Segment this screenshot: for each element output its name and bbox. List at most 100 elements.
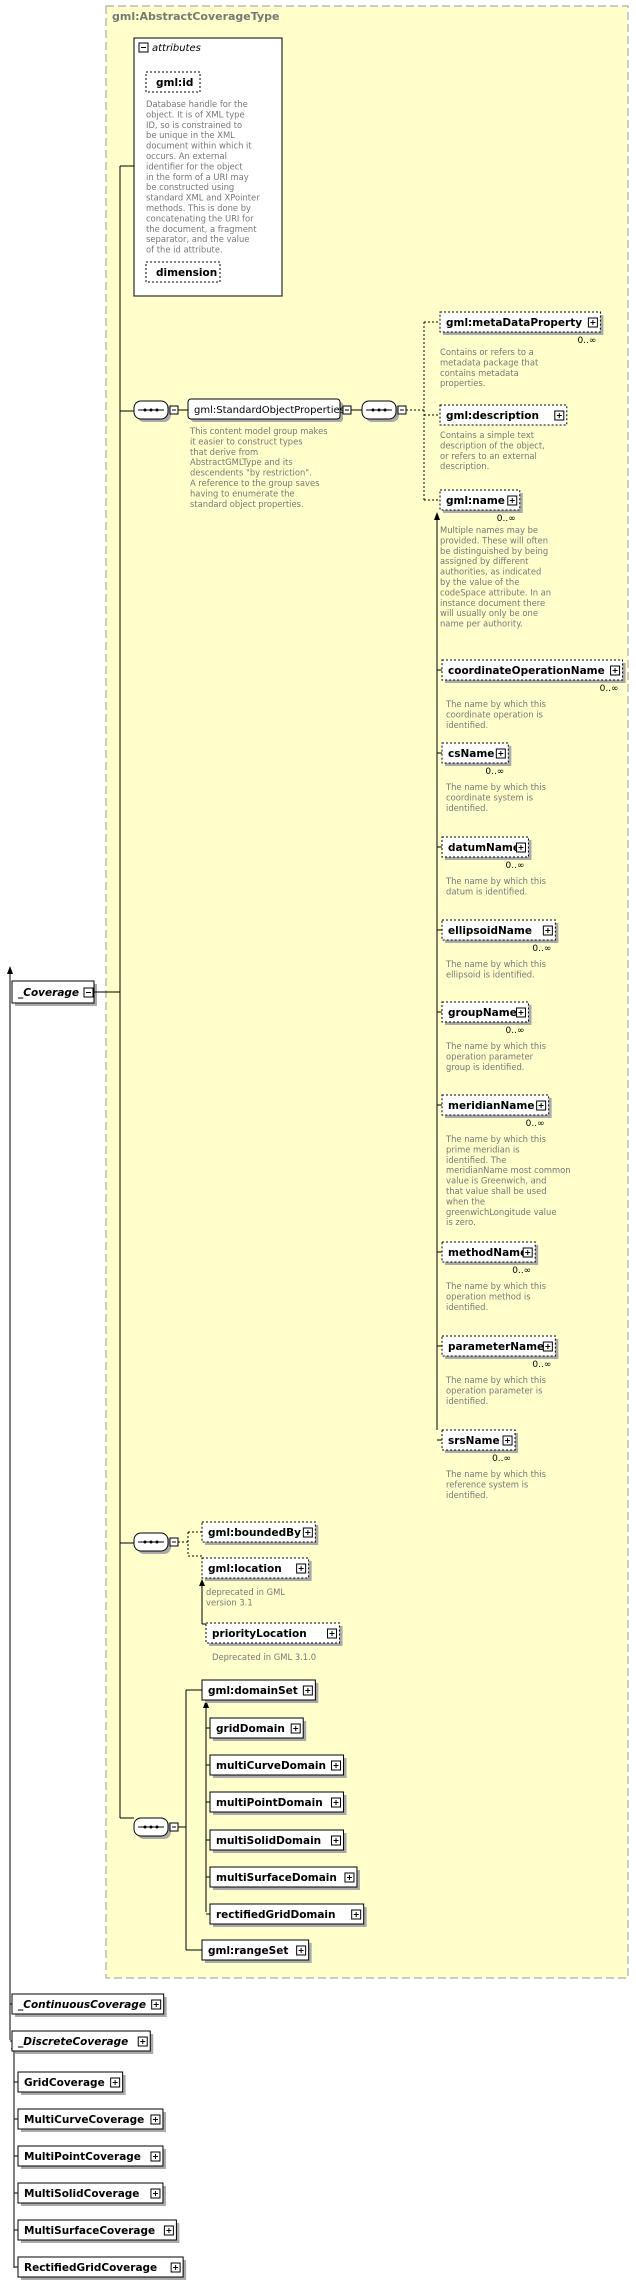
element-multi-surface-coverage[interactable]: MultiSurfaceCoverage [17, 2219, 180, 2243]
element-label: methodName [448, 1247, 527, 1259]
complex-type-title: gml:AbstractCoverageType [112, 10, 279, 23]
sequence-compositor[interactable] [361, 400, 399, 422]
element-label: gml:description [446, 410, 539, 422]
element-label: coordinateOperationName [448, 665, 605, 677]
element-doc-text: Deprecated in GML 3.1.0 [212, 1652, 316, 1662]
element-meridian-name[interactable]: meridianName 0..∞ [441, 1094, 552, 1129]
attribute-dimension[interactable] [145, 261, 221, 283]
complex-type-panel [105, 5, 629, 1979]
element-label: gridDomain [216, 1723, 285, 1735]
element-label: GridCoverage [24, 2077, 105, 2089]
element-rectified-grid-domain[interactable]: rectifiedGridDomain [209, 1903, 367, 1927]
element-label: gml:location [208, 1563, 282, 1575]
element-label: gml:domainSet [208, 1685, 298, 1697]
element-multi-point-coverage[interactable]: MultiPointCoverage [17, 2145, 166, 2169]
sequence-compositor[interactable] [133, 1817, 171, 1839]
attributes-header: attributes [152, 43, 201, 54]
cardinality: 0..∞ [506, 1026, 525, 1036]
element-continuous-coverage[interactable]: _ContinuousCoverage [11, 1993, 167, 2017]
root-element-label: _Coverage [17, 987, 79, 999]
element-gml-description[interactable]: gml:description [439, 404, 568, 426]
sequence-compositor[interactable] [133, 1532, 171, 1554]
element-label: priorityLocation [212, 1628, 307, 1640]
element-label: MultiSolidCoverage [24, 2188, 139, 2200]
attribute-gml-id[interactable] [145, 71, 201, 93]
element-label: gml:name [446, 495, 505, 507]
cardinality: 0..∞ [506, 861, 525, 871]
element-label: MultiSurfaceCoverage [24, 2225, 155, 2237]
element-label: multiSolidDomain [216, 1835, 321, 1847]
cardinality: 0..∞ [532, 944, 551, 954]
cardinality: 0..∞ [512, 1266, 531, 1276]
element-label: meridianName [448, 1100, 534, 1112]
element-grid-domain[interactable]: gridDomain [209, 1717, 307, 1741]
group-standard-object-properties[interactable] [187, 398, 341, 420]
element-gml-range-set[interactable]: gml:rangeSet [201, 1939, 312, 1963]
element-coordinate-operation-name[interactable]: coordinateOperationName 0..∞ [441, 659, 626, 694]
element-label: multiSurfaceDomain [216, 1872, 337, 1884]
element-label: csName [448, 748, 494, 760]
element-label: multiCurveDomain [216, 1760, 326, 1772]
element-label: MultiCurveCoverage [24, 2114, 144, 2126]
element-label: gml:boundedBy [208, 1527, 301, 1539]
cardinality: 0..∞ [485, 767, 504, 777]
element-multi-surface-domain[interactable]: multiSurfaceDomain [209, 1866, 360, 1890]
element-datum-name[interactable]: datumName 0..∞ [441, 836, 532, 871]
element-label: gml:rangeSet [208, 1945, 288, 1957]
element-label: parameterName [448, 1341, 544, 1353]
sequence-compositor[interactable] [133, 400, 171, 422]
element-srs-name[interactable]: srsName 0..∞ [441, 1429, 519, 1464]
element-label: MultiPointCoverage [24, 2151, 141, 2163]
group-standard-object-properties-label: gml:StandardObjectProperties [194, 405, 345, 416]
element-rectified-grid-coverage[interactable]: RectifiedGridCoverage [17, 2256, 187, 2280]
element-method-name[interactable]: methodName 0..∞ [441, 1241, 539, 1276]
element-label: groupName [448, 1007, 517, 1019]
attribute-gml-id-label: gml:id [156, 77, 193, 89]
element-multi-curve-domain[interactable]: multiCurveDomain [209, 1754, 347, 1778]
element-label: datumName [448, 842, 520, 854]
element-label: srsName [448, 1435, 500, 1447]
element-multi-solid-domain[interactable]: multiSolidDomain [209, 1829, 347, 1853]
element-group-name[interactable]: groupName 0..∞ [441, 1001, 532, 1036]
element-gml-name[interactable]: gml:name 0..∞ [439, 489, 523, 524]
cardinality: 0..∞ [497, 514, 516, 524]
cardinality: 0..∞ [600, 684, 619, 694]
element-label: ellipsoidName [448, 925, 532, 937]
element-label: multiPointDomain [216, 1797, 323, 1809]
cardinality: 0..∞ [526, 1119, 545, 1129]
element-grid-coverage[interactable]: GridCoverage [17, 2071, 126, 2095]
element-label: rectifiedGridDomain [216, 1909, 336, 1921]
element-gml-location[interactable]: gml:location [201, 1557, 312, 1581]
element-gml-meta-data-property[interactable]: gml:metaDataProperty 0..∞ [439, 311, 604, 346]
element-label: _DiscreteCoverage [17, 2036, 128, 2048]
element-label: _ContinuousCoverage [17, 1999, 146, 2011]
element-multi-curve-coverage[interactable]: MultiCurveCoverage [17, 2108, 166, 2132]
cardinality: 0..∞ [492, 1454, 511, 1464]
cardinality: 0..∞ [577, 336, 596, 346]
element-multi-solid-coverage[interactable]: MultiSolidCoverage [17, 2182, 166, 2206]
element-gml-domain-set[interactable]: gml:domainSet [201, 1679, 319, 1703]
element-cs-name[interactable]: csName 0..∞ [441, 742, 512, 777]
element-discrete-coverage[interactable]: _DiscreteCoverage [11, 2030, 154, 2054]
element-priority-location[interactable]: priorityLocation [205, 1622, 343, 1646]
element-label: gml:metaDataProperty [446, 317, 582, 329]
element-multi-point-domain[interactable]: multiPointDomain [209, 1791, 347, 1815]
element-gml-bounded-by[interactable]: gml:boundedBy [201, 1521, 319, 1545]
